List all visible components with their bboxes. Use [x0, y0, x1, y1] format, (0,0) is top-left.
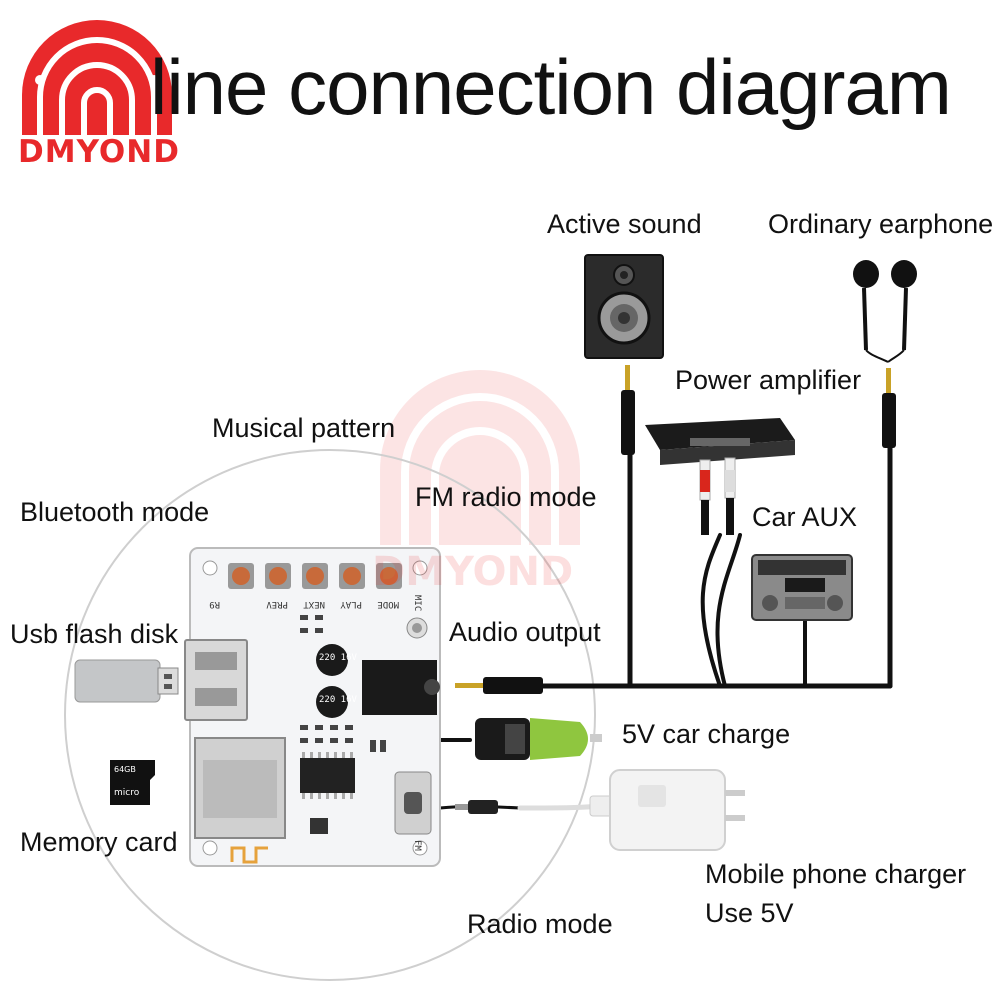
label-ordinary-earphone: Ordinary earphone	[768, 209, 994, 239]
sd-capacity: 64GB	[114, 765, 136, 774]
board-button-label: R9	[209, 599, 220, 609]
board-mic-label: MIC	[412, 595, 422, 611]
module-board: R9 PREV NEXT PLAY MODE MIC FM 220 16V 22…	[184, 547, 441, 867]
board-buttons	[228, 563, 402, 589]
phone-charger-icon	[455, 769, 745, 851]
board-button-label: PREV	[266, 599, 288, 609]
brand-name: DMYOND	[18, 134, 180, 170]
earphone-icon	[853, 260, 917, 363]
amplifier-icon	[645, 418, 795, 535]
micro-sd-icon: 64GB micro	[110, 760, 155, 805]
board-button-label: PLAY	[340, 599, 362, 609]
label-radio-mode: Radio mode	[467, 909, 613, 939]
brand-logo	[22, 20, 172, 135]
label-musical-pattern: Musical pattern	[212, 413, 396, 443]
label-bluetooth-mode: Bluetooth mode	[20, 497, 210, 527]
aux-plug-icon	[455, 365, 896, 694]
usb-drive-icon	[74, 659, 179, 703]
label-car-charge: 5V car charge	[622, 719, 791, 749]
watermark-logo	[380, 370, 580, 545]
board-highlight-circle	[64, 449, 596, 981]
label-car-aux: Car AUX	[752, 502, 858, 532]
capacitor-label: 220 16V	[319, 695, 358, 705]
label-active-sound: Active sound	[547, 209, 702, 239]
car-charger-icon	[475, 718, 602, 760]
label-fm-radio-mode: FM radio mode	[415, 482, 597, 512]
label-use-5v: Use 5V	[705, 898, 794, 928]
board-button-label: NEXT	[303, 599, 325, 609]
label-power-amplifier: Power amplifier	[675, 365, 862, 395]
label-memory-card: Memory card	[20, 827, 178, 857]
car-stereo-icon	[751, 554, 853, 621]
label-usb-flash-disk: Usb flash disk	[10, 619, 179, 649]
speaker-icon	[584, 254, 664, 359]
label-phone-charger: Mobile phone charger	[705, 859, 967, 889]
label-audio-output: Audio output	[449, 617, 601, 647]
board-fm-label: FM	[412, 840, 422, 851]
watermark-text: DMYOND	[372, 549, 574, 595]
board-button-label: MODE	[377, 599, 399, 609]
page-title: line connection diagram	[150, 43, 952, 131]
capacitor-label: 220 16V	[319, 653, 358, 663]
svg-text:micro: micro	[114, 788, 140, 798]
